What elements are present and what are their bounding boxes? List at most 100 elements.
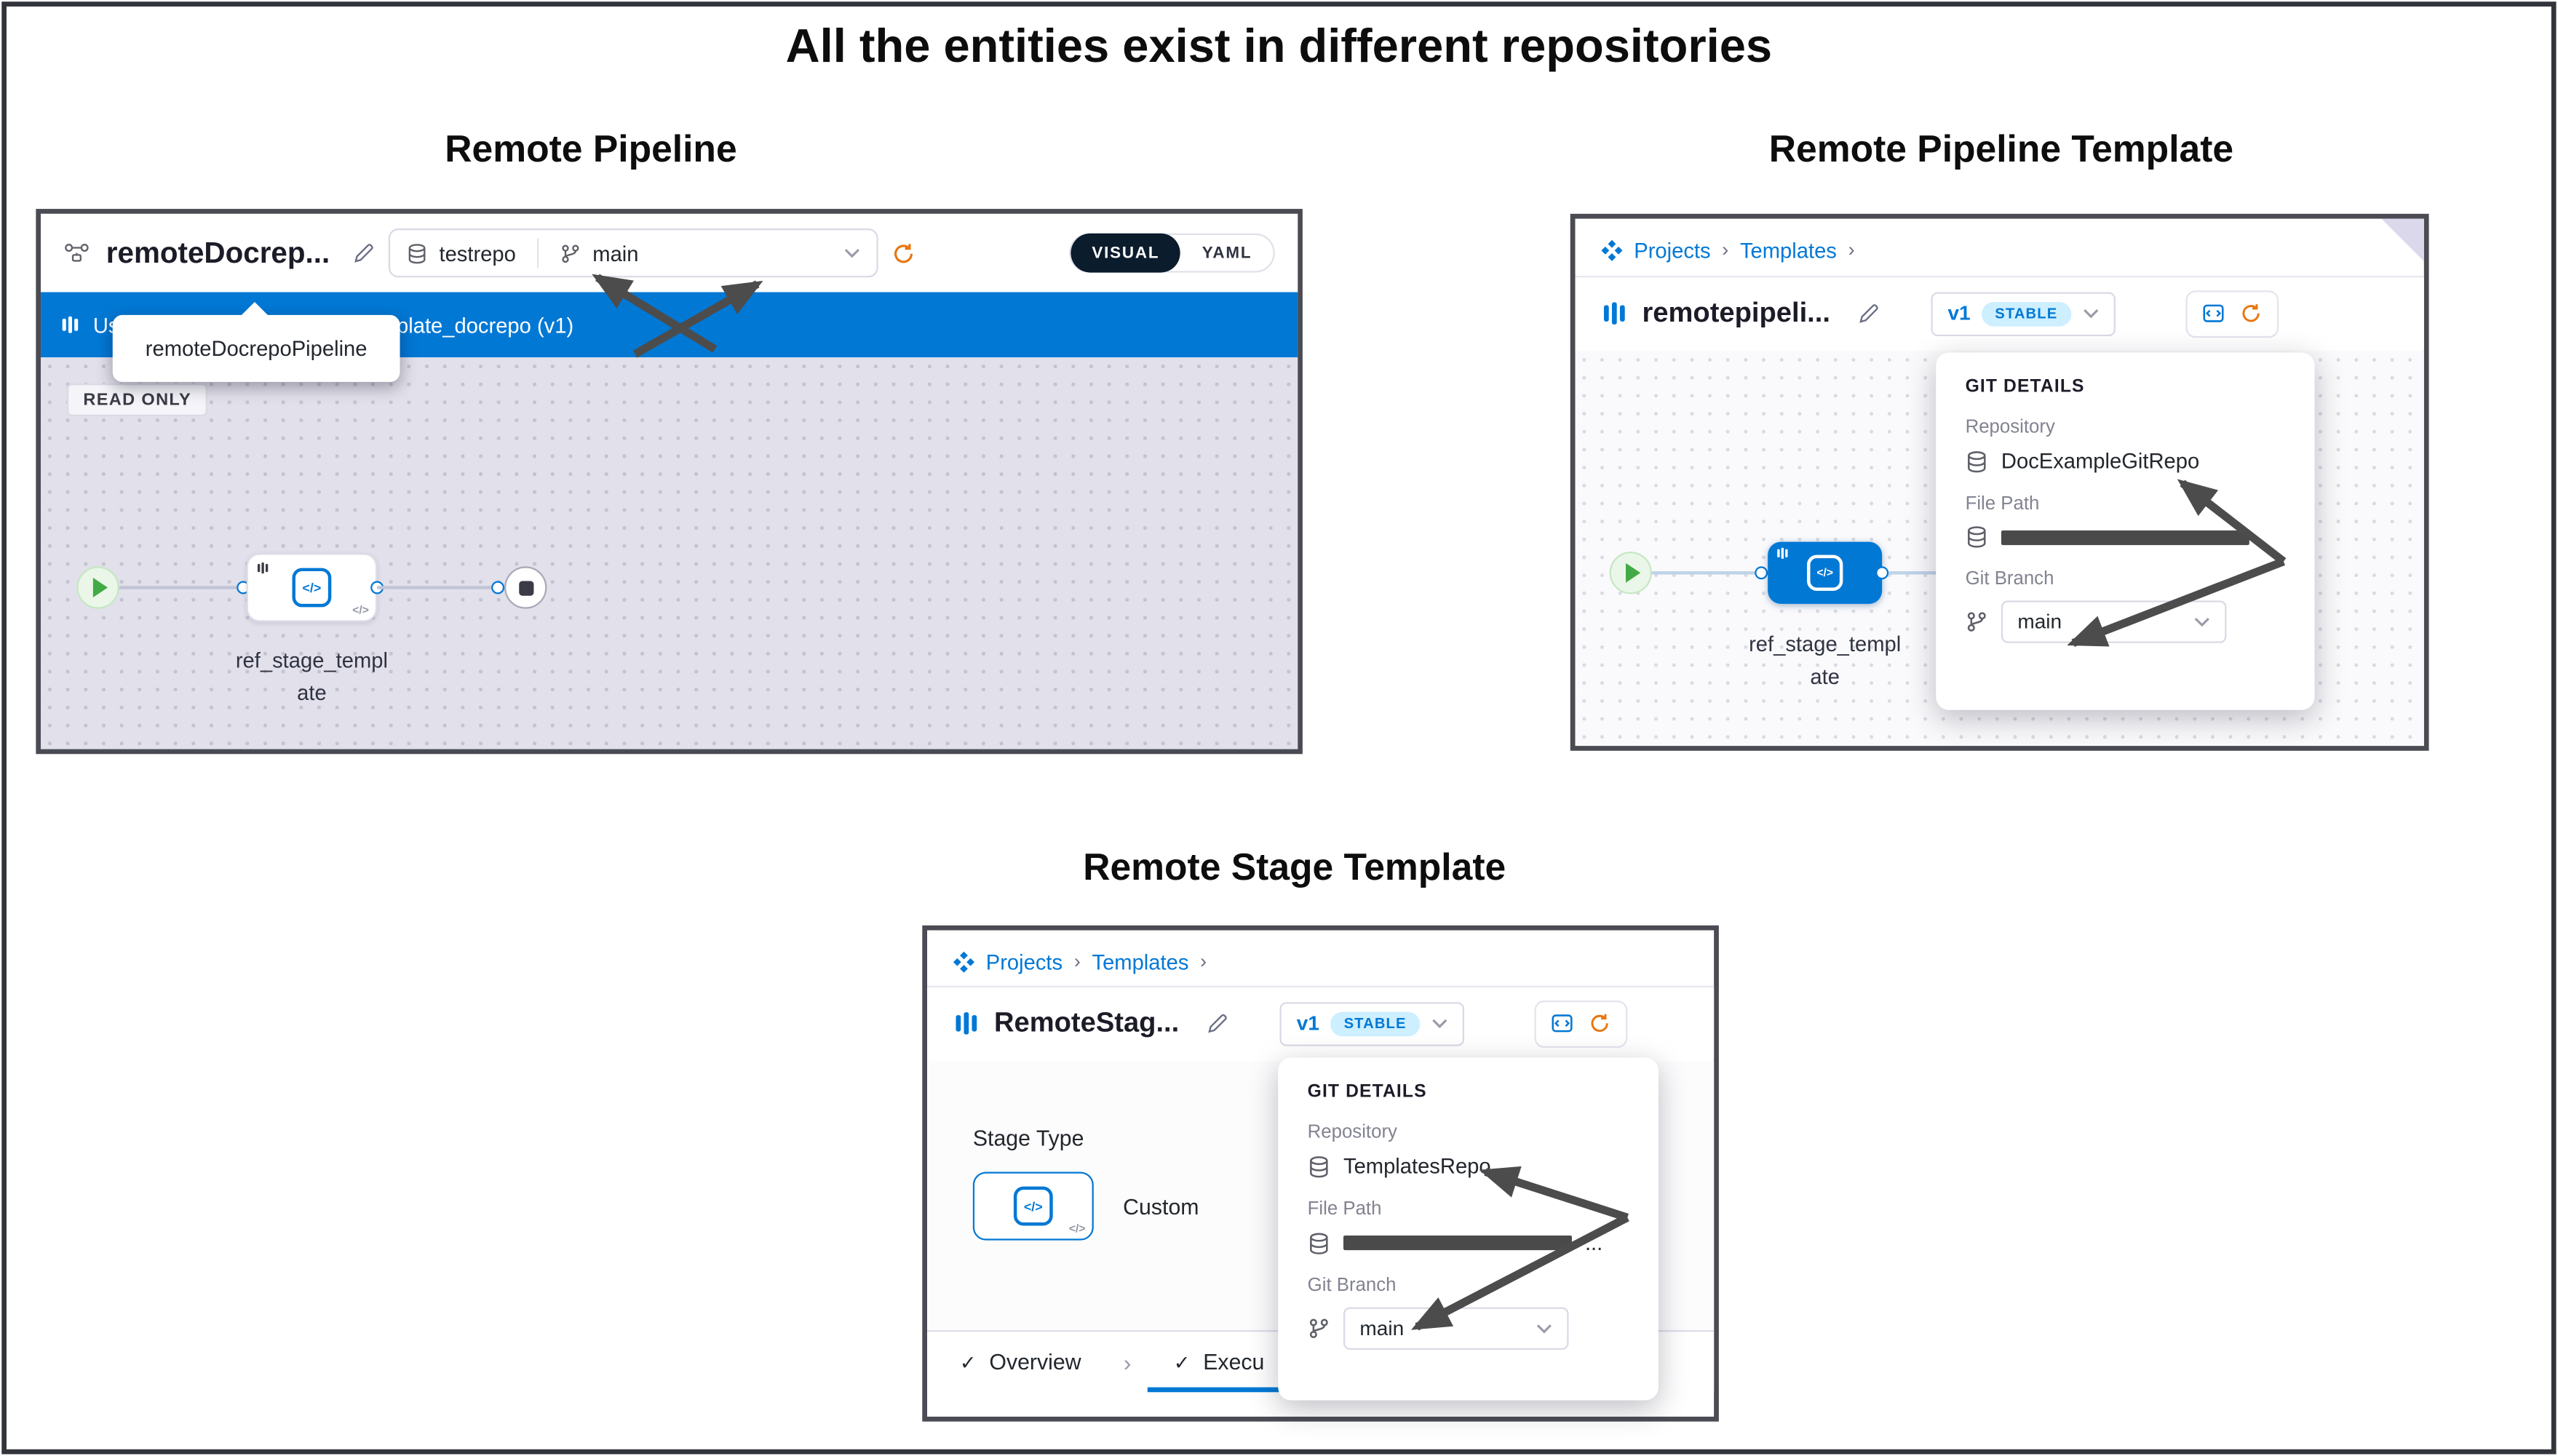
stage-node[interactable]: </> xyxy=(1768,541,1883,604)
git-details-icon[interactable] xyxy=(2201,302,2224,325)
chevron-down-icon xyxy=(2082,309,2098,318)
chevron-down-icon xyxy=(1431,1019,1447,1028)
pipeline-canvas: READ ONLY </> </> ref_stage_templ ate xyxy=(41,357,1298,749)
template-title: remotepipeli... xyxy=(1642,297,1830,328)
stop-icon xyxy=(518,580,533,595)
git-details-icon[interactable] xyxy=(1550,1012,1573,1035)
template-mini-icon xyxy=(1776,546,1789,560)
git-branch-icon xyxy=(1308,1317,1330,1340)
file-icon xyxy=(1966,525,1988,548)
git-branch-label: Git Branch xyxy=(1965,569,2054,589)
tab-execution[interactable]: Execu xyxy=(1203,1349,1265,1375)
stable-badge: STABLE xyxy=(1330,1011,1420,1036)
version-label: v1 xyxy=(1296,1011,1319,1035)
remote-pipeline-window: remoteDocrep... testrepo main VISUAL YAM… xyxy=(36,209,1303,755)
pipeline-name-tooltip: remoteDocrepoPipeline xyxy=(112,301,400,382)
repo-branch-selector[interactable]: testrepo main xyxy=(388,228,878,278)
branch-select[interactable]: main xyxy=(2001,600,2227,643)
play-icon xyxy=(1626,562,1641,583)
section-heading-remote-stage-template: Remote Stage Template xyxy=(1083,845,1506,888)
stage-name-label: ref_stage_templ ate xyxy=(1749,632,1902,688)
file-path-label: File Path xyxy=(1965,494,2040,514)
repository-label: Repository xyxy=(1965,418,2055,438)
chevron-right-icon: › xyxy=(1123,1348,1132,1375)
breadcrumb-templates[interactable]: Templates xyxy=(1739,237,1837,263)
page-title: All the entities exist in different repo… xyxy=(785,21,1773,73)
read-only-badge: READ ONLY xyxy=(66,383,208,416)
connector-dot xyxy=(491,581,505,594)
edit-pencil-icon[interactable] xyxy=(1858,302,1880,325)
repository-icon xyxy=(407,242,428,263)
visual-toggle[interactable]: VISUAL xyxy=(1071,233,1181,273)
projects-icon xyxy=(1601,239,1622,260)
stage-icon: </> xyxy=(1013,1186,1053,1226)
connector-dot xyxy=(1875,566,1889,580)
refresh-icon[interactable] xyxy=(891,241,916,266)
branch-select[interactable]: main xyxy=(1343,1307,1569,1350)
git-details-popover: GIT DETAILS Repository DocExampleGitRepo… xyxy=(1936,352,2315,710)
divider xyxy=(1575,276,2424,278)
git-details-title: GIT DETAILS xyxy=(1307,1082,1427,1102)
breadcrumb: Projects › Templates › xyxy=(927,940,1714,982)
pipeline-icon xyxy=(63,240,90,266)
end-node[interactable] xyxy=(504,566,547,609)
stage-node[interactable]: </> </> xyxy=(246,553,378,622)
connector-dot xyxy=(1755,566,1768,580)
check-icon: ✓ xyxy=(959,1350,977,1374)
git-details-popover: GIT DETAILS Repository TemplatesRepo Fil… xyxy=(1278,1057,1659,1401)
breadcrumb-separator-icon: › xyxy=(1722,238,1729,261)
git-branch-icon xyxy=(1966,610,1988,633)
git-actions-group xyxy=(2185,290,2279,338)
section-heading-remote-pipeline: Remote Pipeline xyxy=(445,127,737,170)
breadcrumb-projects[interactable]: Projects xyxy=(1634,237,1711,263)
template-mini-icon xyxy=(256,562,269,575)
projects-icon xyxy=(953,951,974,972)
redacted-file-path xyxy=(1343,1235,1573,1251)
version-selector[interactable]: v1 STABLE xyxy=(1280,1001,1464,1046)
template-header: RemoteStag... v1 STABLE xyxy=(927,987,1715,1059)
branch-value: main xyxy=(2017,610,2062,634)
breadcrumb-separator-icon: › xyxy=(1200,950,1207,973)
active-tab-underline xyxy=(1147,1387,1300,1393)
edit-pencil-icon[interactable] xyxy=(353,242,376,264)
chevron-down-icon xyxy=(1536,1324,1552,1333)
corner-fold xyxy=(2381,218,2424,261)
redacted-file-path xyxy=(2001,529,2249,545)
remote-pipeline-template-window: Projects › Templates › remotepipeli... v… xyxy=(1570,213,2429,751)
divider xyxy=(927,985,1715,988)
refresh-icon[interactable] xyxy=(1588,1012,1610,1035)
pipeline-title: remoteDocrep... xyxy=(106,236,330,268)
custom-stage-icon-box[interactable]: </> </> xyxy=(972,1171,1094,1241)
stage-name-label: ref_stage_templ ate xyxy=(235,648,388,704)
edit-pencil-icon[interactable] xyxy=(1207,1012,1229,1035)
git-branch-icon xyxy=(560,242,581,263)
tooltip-text: remoteDocrepoPipeline xyxy=(145,336,368,361)
template-title: RemoteStag... xyxy=(993,1006,1180,1038)
start-node[interactable] xyxy=(76,566,119,609)
remote-stage-template-window: Projects › Templates › RemoteStag... v1 … xyxy=(922,925,1719,1422)
file-path-label: File Path xyxy=(1307,1199,1382,1220)
branch-name: main xyxy=(592,240,639,266)
edge-line xyxy=(1888,571,1941,575)
template-header: remotepipeli... v1 STABLE xyxy=(1575,277,2424,350)
yaml-toggle[interactable]: YAML xyxy=(1201,244,1252,263)
version-selector[interactable]: v1 STABLE xyxy=(1931,291,2115,335)
git-branch-label: Git Branch xyxy=(1307,1276,1397,1296)
repository-value: TemplatesRepo xyxy=(1343,1153,1491,1179)
stage-type-label: Stage Type xyxy=(972,1126,1084,1151)
stage-type-card[interactable]: </> </> Custom xyxy=(972,1171,1199,1241)
repository-label: Repository xyxy=(1307,1123,1397,1143)
play-icon xyxy=(92,578,108,597)
breadcrumb-templates[interactable]: Templates xyxy=(1092,949,1189,974)
repository-icon xyxy=(1308,1155,1330,1177)
stable-badge: STABLE xyxy=(1982,301,2071,326)
git-actions-group xyxy=(1533,999,1627,1047)
breadcrumb: Projects › Templates › xyxy=(1575,228,2423,271)
visual-yaml-toggle[interactable]: VISUAL YAML xyxy=(1068,233,1275,273)
edge-line xyxy=(119,586,250,589)
refresh-icon[interactable] xyxy=(2239,302,2261,325)
start-node[interactable] xyxy=(1609,552,1652,594)
tab-overview[interactable]: Overview xyxy=(989,1349,1081,1375)
breadcrumb-projects[interactable]: Projects xyxy=(985,949,1063,974)
